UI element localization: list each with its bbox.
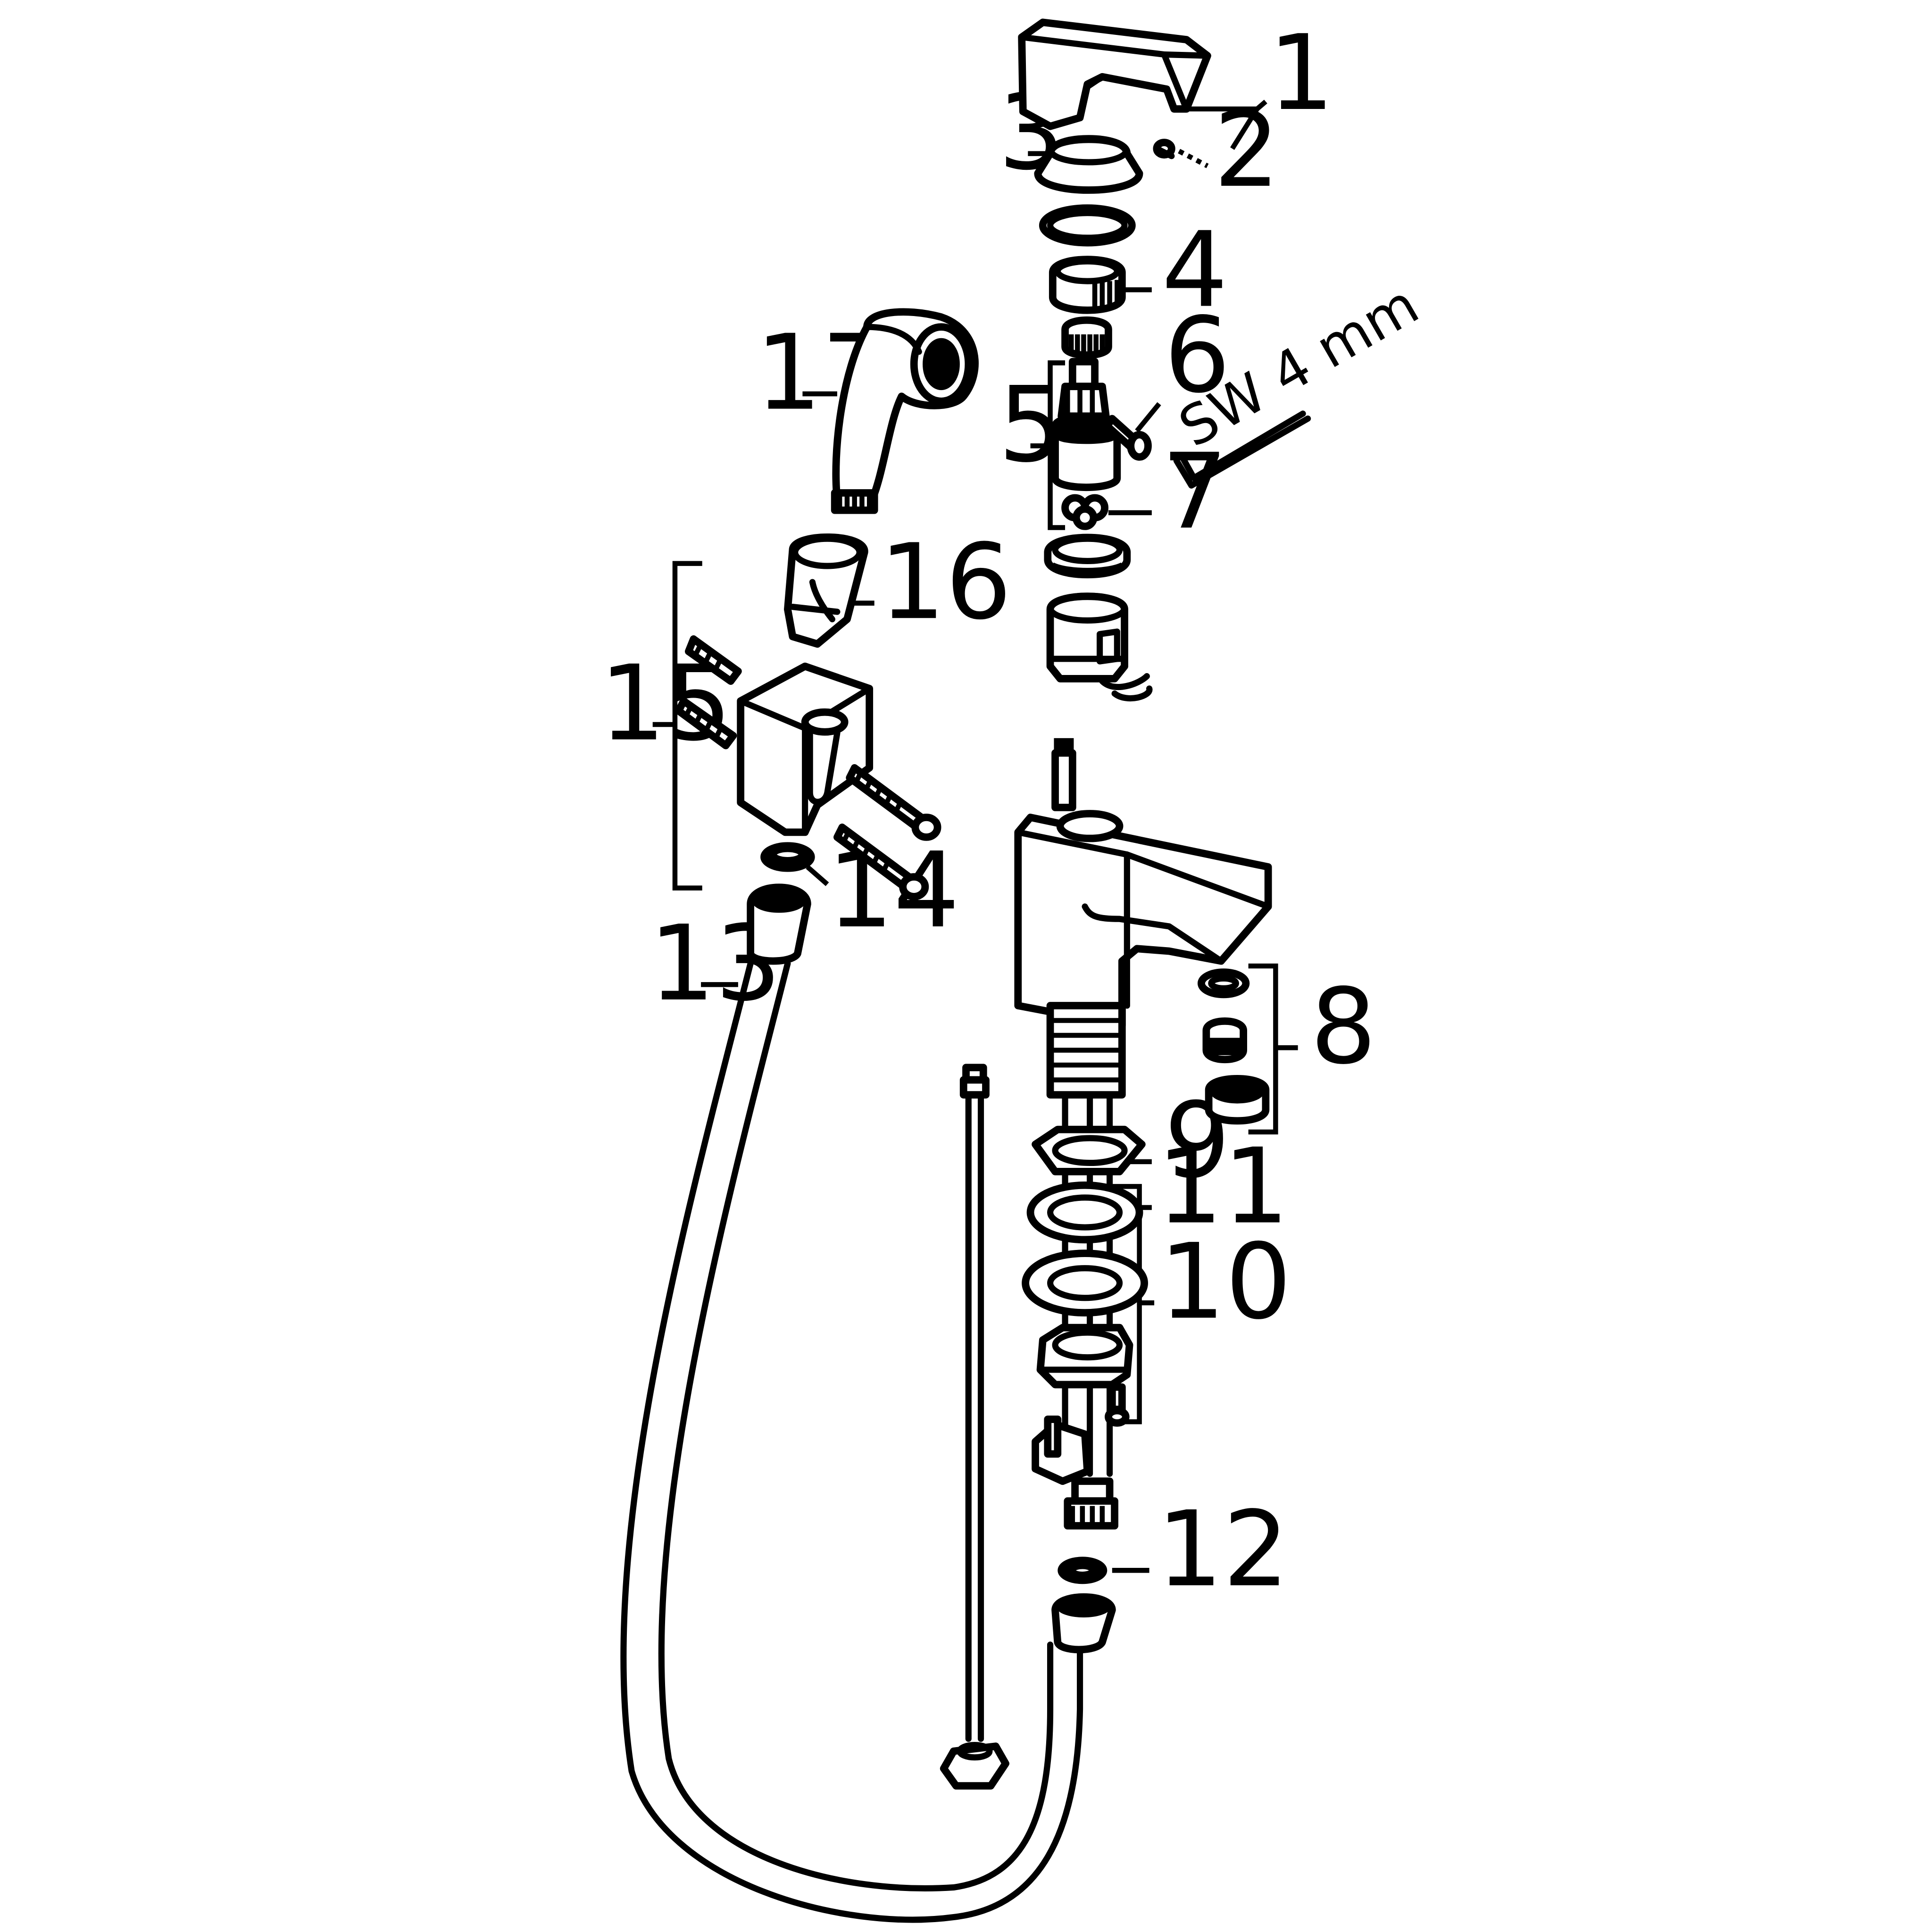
callout-1: 1 <box>1268 13 1334 134</box>
cover-cap <box>1034 135 1143 194</box>
filter-washer <box>760 842 815 872</box>
lower-clamp <box>1032 1416 1118 1530</box>
wall-plug-upper <box>684 635 742 685</box>
wall-screw-lower <box>833 824 929 900</box>
lever-handle <box>1018 18 1211 130</box>
callout-12: 12 <box>1157 1489 1289 1610</box>
wall-plug-lower <box>675 697 737 749</box>
threaded-nut <box>1049 256 1126 314</box>
cartridge-screw <box>1103 415 1152 461</box>
threaded-ring <box>1044 533 1131 579</box>
seals <box>1061 494 1108 530</box>
callout-4: 4 <box>1162 210 1228 331</box>
hand-shower <box>831 308 979 514</box>
shower-hose <box>620 883 1116 1923</box>
callout-2: 2 <box>1214 90 1280 211</box>
aerator-set <box>1197 968 1270 1125</box>
grub-screw <box>1153 139 1175 159</box>
mounting-bracket <box>1036 1324 1133 1389</box>
callout-6: 6 <box>1164 295 1230 416</box>
callout-7: 7 <box>1162 432 1228 553</box>
knurled-ring <box>1061 316 1112 359</box>
callout-16: 16 <box>879 522 1012 643</box>
washer-lower <box>1022 1249 1148 1317</box>
cartridge <box>1051 358 1121 491</box>
callout-11: 11 <box>1157 1126 1289 1248</box>
callout-10: 10 <box>1159 1222 1292 1343</box>
o-ring <box>1039 204 1136 247</box>
callout-8: 8 <box>1310 966 1376 1088</box>
gasket-plate <box>1032 1125 1146 1175</box>
callout-labels: 1 2 3 4 5 6 7 8 9 10 11 12 13 14 15 16 1… <box>600 13 1376 1610</box>
holder-clip <box>784 533 868 648</box>
seal-washer <box>1058 1557 1108 1584</box>
mounting-bolt <box>1105 1383 1130 1427</box>
flexible-supply-line <box>940 1064 1009 1790</box>
wall-holder <box>737 662 874 836</box>
cartridge-housing <box>1046 592 1153 702</box>
wall-screw-upper <box>846 764 941 841</box>
washer-upper <box>1026 1181 1143 1244</box>
